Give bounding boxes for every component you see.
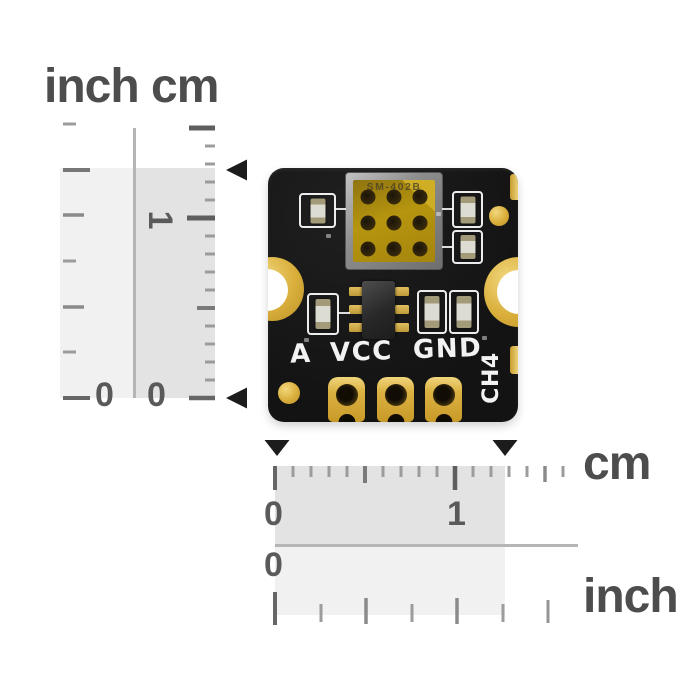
vertical-cm-unit-label: cm (151, 60, 219, 113)
pad-castellation (338, 414, 355, 422)
pad-castellation (387, 414, 404, 422)
vertical-inch-unit-label: inch (44, 60, 140, 113)
castellated-pad (425, 377, 462, 422)
sensor-hole (386, 215, 402, 231)
horizontal-ruler-shading (275, 466, 578, 615)
horizontal-inch-unit-label: inch (583, 570, 679, 623)
vertical-inch-zero-label: 0 (95, 376, 114, 414)
corner-pad (510, 174, 518, 200)
horizontal-inch-zero-label: 0 (264, 546, 283, 584)
ic-lead (395, 323, 409, 332)
sensor-hole (386, 241, 402, 257)
smd-component (452, 191, 483, 228)
castellated-pad (328, 377, 365, 422)
silkscreen-trace (442, 208, 453, 210)
pin-label-vcc: VCC (329, 336, 394, 369)
silkscreen-mark (482, 336, 487, 340)
vertical-inch-ticks (63, 122, 90, 400)
smd-component (449, 290, 479, 334)
horizontal-cm-unit-label: cm (583, 437, 651, 490)
sensor-hole (412, 241, 428, 257)
ic-chip (362, 281, 395, 339)
sensor-hole (386, 189, 402, 205)
castellated-pad (377, 377, 414, 422)
horizontal-inch-ticks (273, 592, 550, 625)
smd-chip-body (310, 198, 325, 223)
gas-sensor-marking: SM-402B (366, 181, 422, 193)
gas-sensor-gold-top: SM-402B (353, 180, 435, 262)
pin-label-gnd: GND (412, 332, 483, 366)
horizontal-marker-triangles (264, 440, 518, 456)
vertical-ruler-shading (60, 128, 215, 398)
silkscreen-trace (338, 312, 350, 314)
gold-dot (278, 382, 300, 404)
sensor-hole (412, 215, 428, 231)
pad-through-hole (335, 384, 358, 406)
smd-component (417, 290, 447, 334)
ic-lead (395, 287, 409, 296)
pad-through-hole (432, 384, 455, 406)
pad-through-hole (384, 384, 407, 406)
corner-pad (510, 346, 518, 374)
smd-chip-body (460, 235, 475, 259)
vertical-cm-one-label: 1 (141, 210, 179, 230)
ic-lead (395, 305, 409, 314)
pad-castellation (435, 414, 452, 422)
sensor-hole (360, 241, 376, 257)
horizontal-cm-ticks (273, 466, 565, 490)
vertical-marker-triangles (226, 159, 247, 409)
vertical-cm-ticks (187, 125, 215, 401)
silkscreen-mark (436, 212, 441, 216)
silkscreen-trace (335, 208, 346, 210)
smd-component (307, 293, 339, 335)
horizontal-cm-one-label: 1 (447, 495, 466, 533)
sensor-hole (360, 215, 376, 231)
ch4-sensor-board: SM-402B (268, 168, 518, 422)
smd-chip-body (424, 296, 440, 328)
gas-sensor-hole-grid (360, 189, 428, 257)
smd-chip-body (460, 196, 475, 223)
smd-chip-body (315, 299, 331, 329)
right-notch-cutout (497, 270, 518, 314)
gas-type-label: CH4 (479, 352, 504, 404)
silkscreen-mark (326, 234, 331, 238)
silkscreen-mark (304, 338, 309, 342)
ic-lead (349, 323, 363, 332)
left-notch-cutout (268, 269, 288, 311)
smd-component (452, 230, 483, 264)
ic-lead (349, 305, 363, 314)
ic-lead (349, 287, 363, 296)
smd-component (299, 193, 336, 228)
gold-dot (489, 206, 509, 226)
pin-label-a: A (289, 338, 313, 370)
silkscreen-trace (442, 246, 453, 248)
sensor-hole (412, 189, 428, 205)
horizontal-cm-zero-label: 0 (264, 495, 283, 533)
vertical-cm-zero-label: 0 (147, 376, 166, 414)
gas-sensor-metal-frame: SM-402B (345, 172, 443, 270)
smd-chip-body (456, 296, 472, 328)
sensor-hole (360, 189, 376, 205)
